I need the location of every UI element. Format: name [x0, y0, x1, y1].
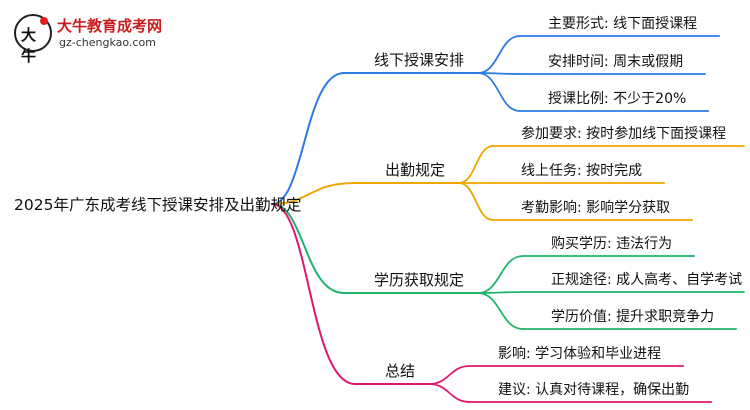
leaf-label: 安排时间: 周末或假期	[548, 54, 683, 70]
branch-leaf-connector	[477, 35, 521, 74]
leaf-label: 建议: 认真对待课程，确保出勤	[498, 382, 689, 398]
logo-dot-icon	[40, 17, 48, 25]
branch-leaf-connector	[428, 383, 471, 403]
root-branch-connector	[271, 182, 356, 205]
site-logo: 大牛 大牛教育成考网 gz-chengkao.com	[14, 14, 214, 65]
root-branch-connector	[271, 72, 345, 205]
leaf-label: 考勤影响: 影响学分获取	[521, 200, 670, 216]
branch-degree: 学历获取规定 购买学历: 违法行为 正规途径: 成人高考、自学考试 学历价值: …	[374, 236, 742, 325]
root-node: 2025年广东成考线下授课安排及出勤规定	[14, 196, 301, 214]
branch-leaf-connector	[477, 292, 524, 330]
leaf-label: 主要形式: 线下面授课程	[548, 16, 697, 32]
branch-label: 学历获取规定	[374, 271, 464, 289]
branch-offline-teaching: 线下授课安排 主要形式: 线下面授课程 安排时间: 周末或假期 授课比例: 不少…	[374, 16, 697, 107]
leaf-label: 线上任务: 按时完成	[521, 163, 642, 179]
branch-leaf-connector	[458, 145, 494, 184]
branch-attendance: 出勤规定 参加要求: 按时参加线下面授课程 线上任务: 按时完成 考勤影响: 影…	[385, 125, 726, 216]
leaf-label: 影响: 学习体验和毕业进程	[498, 346, 661, 362]
branch-leaf-connector	[477, 291, 524, 294]
logo-name: 大牛教育成考网	[57, 17, 163, 35]
root-branch-connector	[271, 203, 356, 385]
branch-label: 线下授课安排	[374, 51, 464, 69]
leaf-label: 购买学历: 违法行为	[551, 236, 672, 252]
branch-leaf-connector	[458, 182, 494, 221]
branch-label: 出勤规定	[385, 161, 445, 179]
logo-url: gz-chengkao.com	[59, 36, 156, 49]
leaf-label: 正规途径: 成人高考、自学考试	[551, 271, 742, 288]
branch-leaf-connector	[477, 72, 521, 112]
branch-summary: 总结 影响: 学习体验和毕业进程 建议: 认真对待课程，确保出勤	[385, 346, 689, 398]
branch-label: 总结	[385, 362, 415, 380]
branch-leaf-connector	[428, 365, 471, 385]
mind-map-edges	[271, 35, 745, 403]
leaf-label: 参加要求: 按时参加线下面授课程	[521, 125, 726, 142]
leaf-label: 授课比例: 不少于20%	[548, 91, 686, 107]
leaf-label: 学历价值: 提升求职竞争力	[551, 308, 714, 325]
branch-leaf-connector	[477, 255, 524, 294]
